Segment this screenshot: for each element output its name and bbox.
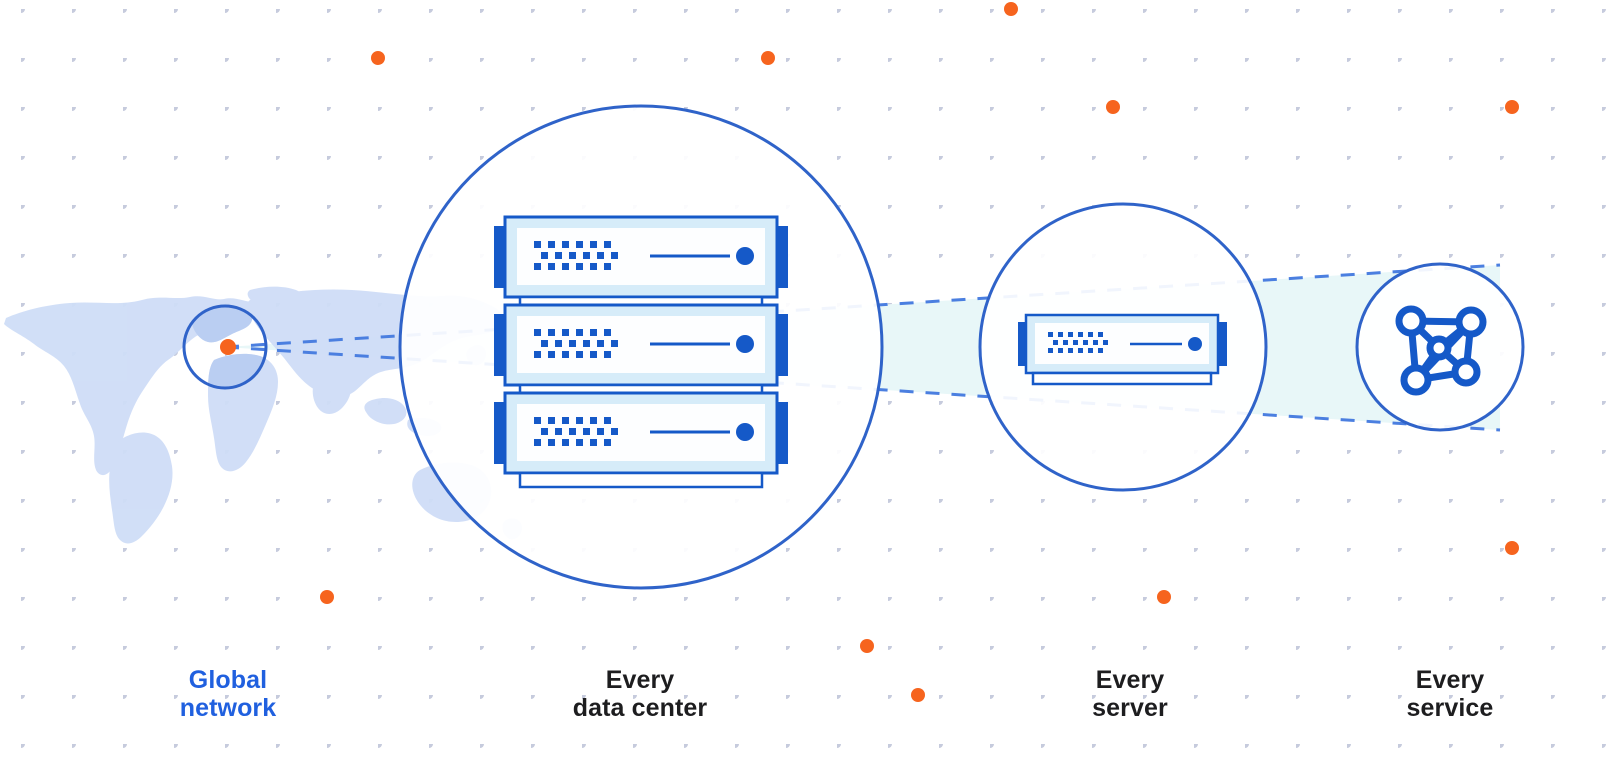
stage-global-network[interactable] (182, 304, 268, 390)
server-rack-icon (494, 215, 788, 489)
network-mesh-nodes (1395, 305, 1487, 396)
stage-label-global-network: Global network (179, 666, 277, 722)
stage-label-service: Every service (1406, 666, 1494, 722)
stage-label-server: Every server (1092, 666, 1168, 722)
stage-data-center[interactable] (398, 104, 884, 590)
globe-location-marker (220, 339, 236, 355)
stage-label-data-center: Every data center (572, 666, 708, 722)
stage-server[interactable] (978, 202, 1268, 492)
globe-circle (182, 304, 268, 390)
stage-service[interactable] (1355, 262, 1525, 432)
dot-grid-highlights (320, 2, 1519, 702)
single-server-icon (1018, 313, 1227, 386)
